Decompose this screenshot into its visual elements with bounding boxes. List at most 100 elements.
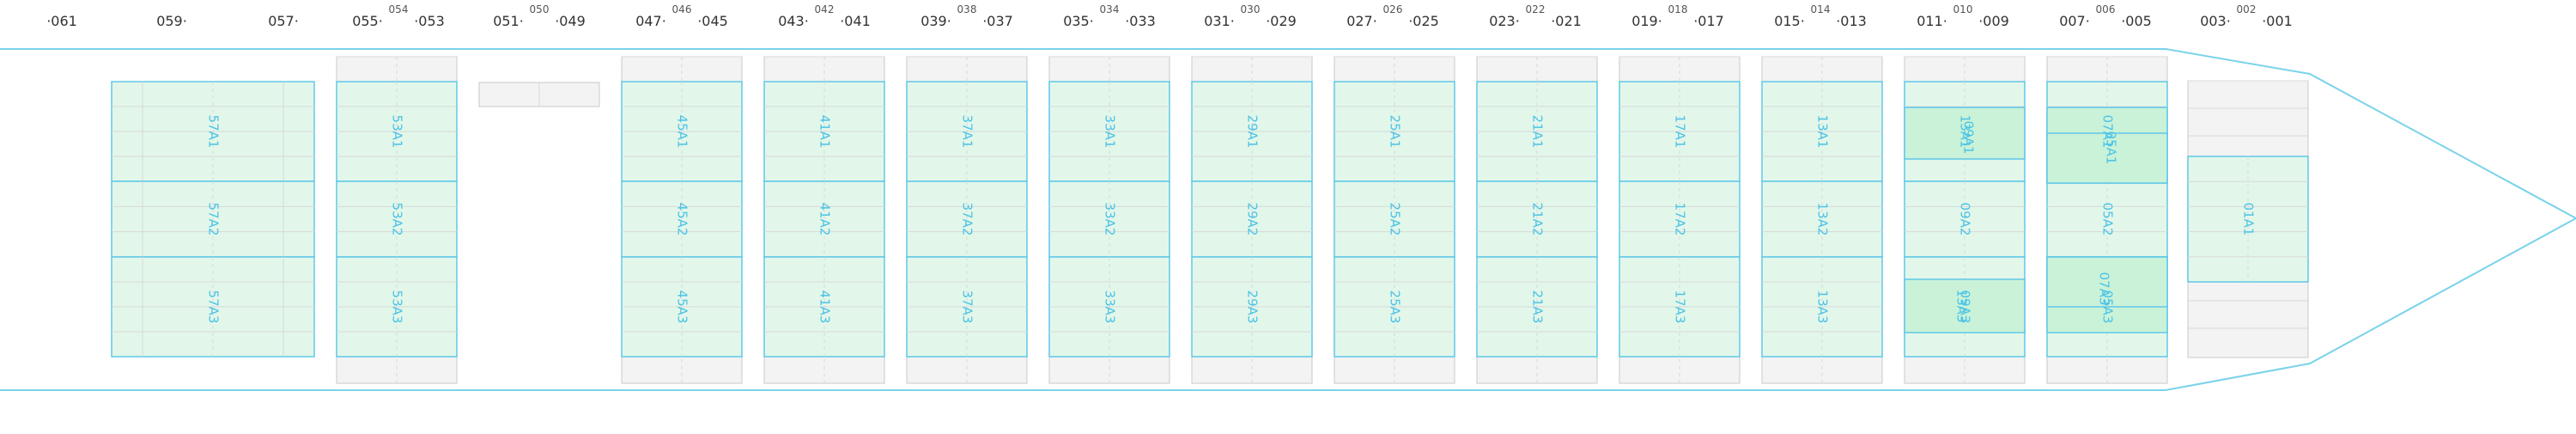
bay-label-054: 054 — [389, 3, 409, 15]
bay-label-019: 019· — [1631, 13, 1662, 29]
hold-label-05A1: 05A1 — [2104, 131, 2119, 165]
hold-label-33A2: 33A2 — [1103, 203, 1118, 236]
bay-label-043: 043· — [778, 13, 809, 29]
hold-label-17A1: 17A1 — [1673, 115, 1688, 149]
bay-label-051: 051· — [493, 13, 524, 29]
hold-label-25A1: 25A1 — [1388, 115, 1403, 149]
hold-label-37A2: 37A2 — [960, 203, 975, 236]
bay-label-001: ·001 — [2262, 13, 2293, 29]
hold-label-29A1: 29A1 — [1245, 115, 1261, 149]
bay-label-061: ·061 — [46, 13, 77, 29]
hold-label-29A3: 29A3 — [1245, 290, 1261, 324]
hold-bay-41 — [763, 81, 885, 358]
bay-label-025: ·025 — [1408, 13, 1439, 29]
hold-bay-29 — [1191, 81, 1313, 358]
hold-label-45A3: 45A3 — [675, 290, 690, 324]
hold-label-45A1: 45A1 — [675, 115, 690, 149]
bay-label-046: 046 — [672, 3, 692, 15]
hold-label-13A3: 13A3 — [1815, 290, 1831, 324]
bay-label-027: 027· — [1346, 13, 1377, 29]
hold-bay-57 — [111, 81, 315, 358]
hold-label-13A3: 13A3 — [1954, 290, 1970, 323]
bay-label-014: 014 — [1811, 3, 1831, 15]
bay-label-042: 042 — [815, 3, 835, 15]
hold-label-07A3: 07A3 — [2097, 272, 2112, 306]
hold-label-53A3: 53A3 — [390, 290, 405, 324]
hold-label-05A2: 05A2 — [2100, 203, 2116, 236]
hold-bay-01 — [2187, 156, 2309, 283]
bay-label-033: ·033 — [1125, 13, 1156, 29]
bay-label-002: 002 — [2237, 3, 2257, 15]
bay-label-005: ·005 — [2121, 13, 2152, 29]
hold-label-17A3: 17A3 — [1673, 290, 1688, 324]
hold-bay-17 — [1619, 81, 1741, 358]
hold-overlay-cell — [1904, 278, 2026, 333]
hold-label-37A1: 37A1 — [960, 115, 975, 149]
bay-label-010: 010 — [1953, 3, 1973, 15]
bay-label-053: ·053 — [414, 13, 445, 29]
bay-label-021: ·021 — [1551, 13, 1582, 29]
hold-label-33A1: 33A1 — [1103, 115, 1118, 149]
hold-label-13A2: 13A2 — [1815, 203, 1831, 236]
hold-bay-53 — [336, 81, 458, 358]
hold-label-21A1: 21A1 — [1530, 115, 1546, 149]
bay-label-050: 050 — [530, 3, 550, 15]
bay-label-017: ·017 — [1693, 13, 1724, 29]
bay-label-057: 057· — [268, 13, 299, 29]
hold-label-53A2: 53A2 — [390, 203, 405, 236]
hold-label-01A1: 01A1 — [2241, 203, 2257, 236]
hold-label-33A3: 33A3 — [1103, 290, 1118, 324]
bay-label-018: 018 — [1668, 3, 1688, 15]
hold-label-09A3: 09A3 — [1958, 290, 1973, 324]
hold-bay-09 — [1904, 81, 2026, 358]
hold-label-25A3: 25A3 — [1388, 290, 1403, 324]
hold-label-09A1: 09A1 — [1961, 121, 1977, 155]
bay-label-011: 011· — [1917, 13, 1947, 29]
bay-label-045: ·045 — [697, 13, 728, 29]
bay-label-029: ·029 — [1266, 13, 1297, 29]
hold-label-21A2: 21A2 — [1530, 203, 1546, 236]
hold-label-13A1: 13A1 — [1815, 115, 1831, 149]
hull-outline — [0, 48, 2576, 391]
hold-label-57A1: 57A1 — [206, 115, 222, 149]
hold-label-41A3: 41A3 — [817, 290, 833, 324]
bay-label-034: 034 — [1100, 3, 1120, 15]
hold-bay-21 — [1476, 81, 1598, 358]
hold-bay-45 — [621, 81, 743, 358]
bay-label-026: 026 — [1383, 3, 1403, 15]
hold-overlay-cell — [2046, 256, 2168, 308]
hold-label-17A2: 17A2 — [1673, 203, 1688, 236]
bay-label-007: 007· — [2059, 13, 2090, 29]
hold-bay-13 — [1761, 81, 1883, 358]
hold-label-57A2: 57A2 — [206, 203, 222, 236]
hold-bay-25 — [1334, 81, 1455, 358]
hold-label-05A3: 05A3 — [2100, 290, 2116, 324]
bay-label-022: 022 — [1526, 3, 1546, 15]
bay-label-041: ·041 — [840, 13, 871, 29]
hold-bay-33 — [1048, 81, 1170, 358]
bay-label-038: 038 — [957, 3, 977, 15]
bay-label-039: 039· — [920, 13, 951, 29]
hold-label-41A2: 41A2 — [817, 203, 833, 236]
hold-overlay-bay-09 — [1904, 107, 2026, 333]
hold-label-21A3: 21A3 — [1530, 290, 1546, 324]
hold-overlay-bay-05 — [2046, 107, 2168, 333]
hold-overlay-cell — [1904, 107, 2026, 160]
hold-label-45A2: 45A2 — [675, 203, 690, 236]
hold-label-57A3: 57A3 — [206, 290, 222, 324]
bay-label-003: 003· — [2200, 13, 2231, 29]
hold-label-37A3: 37A3 — [960, 290, 975, 324]
hold-label-25A2: 25A2 — [1388, 203, 1403, 236]
bay-label-009: ·009 — [1978, 13, 2009, 29]
bay-label-047: 047· — [635, 13, 666, 29]
hold-label-09A2: 09A2 — [1958, 203, 1973, 236]
bay-label-055: 055· — [352, 13, 383, 29]
hold-label-07A1: 07A1 — [2100, 115, 2116, 149]
hold-overlay-cell — [2046, 132, 2168, 184]
hold-bay-37 — [906, 81, 1028, 358]
hold-label-13A1: 13A1 — [1958, 115, 1973, 149]
bay-label-037: ·037 — [982, 13, 1013, 29]
bay-label-015: 015· — [1774, 13, 1805, 29]
